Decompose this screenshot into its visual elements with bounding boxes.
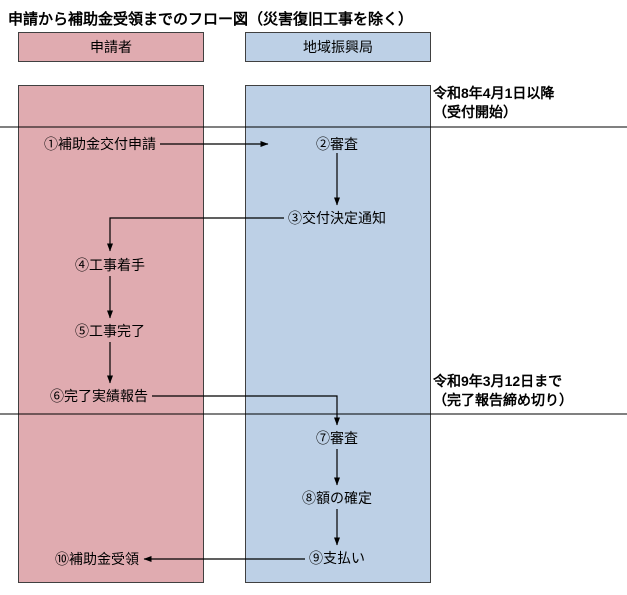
step-3-grant-decision-notice: ③交付決定通知 [288, 210, 386, 226]
applicant-lane [18, 85, 204, 583]
bureau-lane-header-label: 地域振興局 [303, 39, 373, 55]
bureau-lane-header: 地域振興局 [245, 32, 431, 62]
step-1-grant-application: ①補助金交付申請 [44, 136, 156, 152]
step-10-subsidy-receipt: ⑩補助金受領 [55, 551, 139, 567]
applicant-lane-header: 申請者 [18, 32, 204, 62]
step-5-construction-complete: ⑤工事完了 [75, 323, 145, 339]
step-7-review: ⑦審査 [316, 430, 358, 446]
diagram-title: 申請から補助金受領までのフロー図（災害復旧工事を除く） [8, 11, 414, 28]
annotation-reception-start-line2: （受付開始） [433, 104, 517, 120]
annotation-reception-start: 令和8年4月1日以降 （受付開始） [433, 84, 554, 122]
step-8-amount-determination: ⑧額の確定 [302, 490, 372, 506]
annotation-reception-start-line1: 令和8年4月1日以降 [433, 85, 555, 101]
bureau-lane [245, 85, 431, 583]
arrow-step6-to-step7 [152, 395, 340, 426]
annotation-report-deadline-line1: 令和9年3月12日まで [433, 373, 563, 389]
step-9-payment: ⑨支払い [309, 550, 365, 566]
arrow-step3-to-step4 [107, 217, 284, 252]
applicant-lane-header-label: 申請者 [90, 39, 132, 55]
step-2-review: ②審査 [316, 136, 358, 152]
step-6-completion-report: ⑥完了実績報告 [50, 388, 148, 404]
annotation-report-deadline-line2: （完了報告締め切り） [433, 392, 573, 408]
annotation-report-deadline: 令和9年3月12日まで （完了報告締め切り） [433, 372, 573, 410]
step-4-construction-start: ④工事着手 [75, 257, 145, 273]
